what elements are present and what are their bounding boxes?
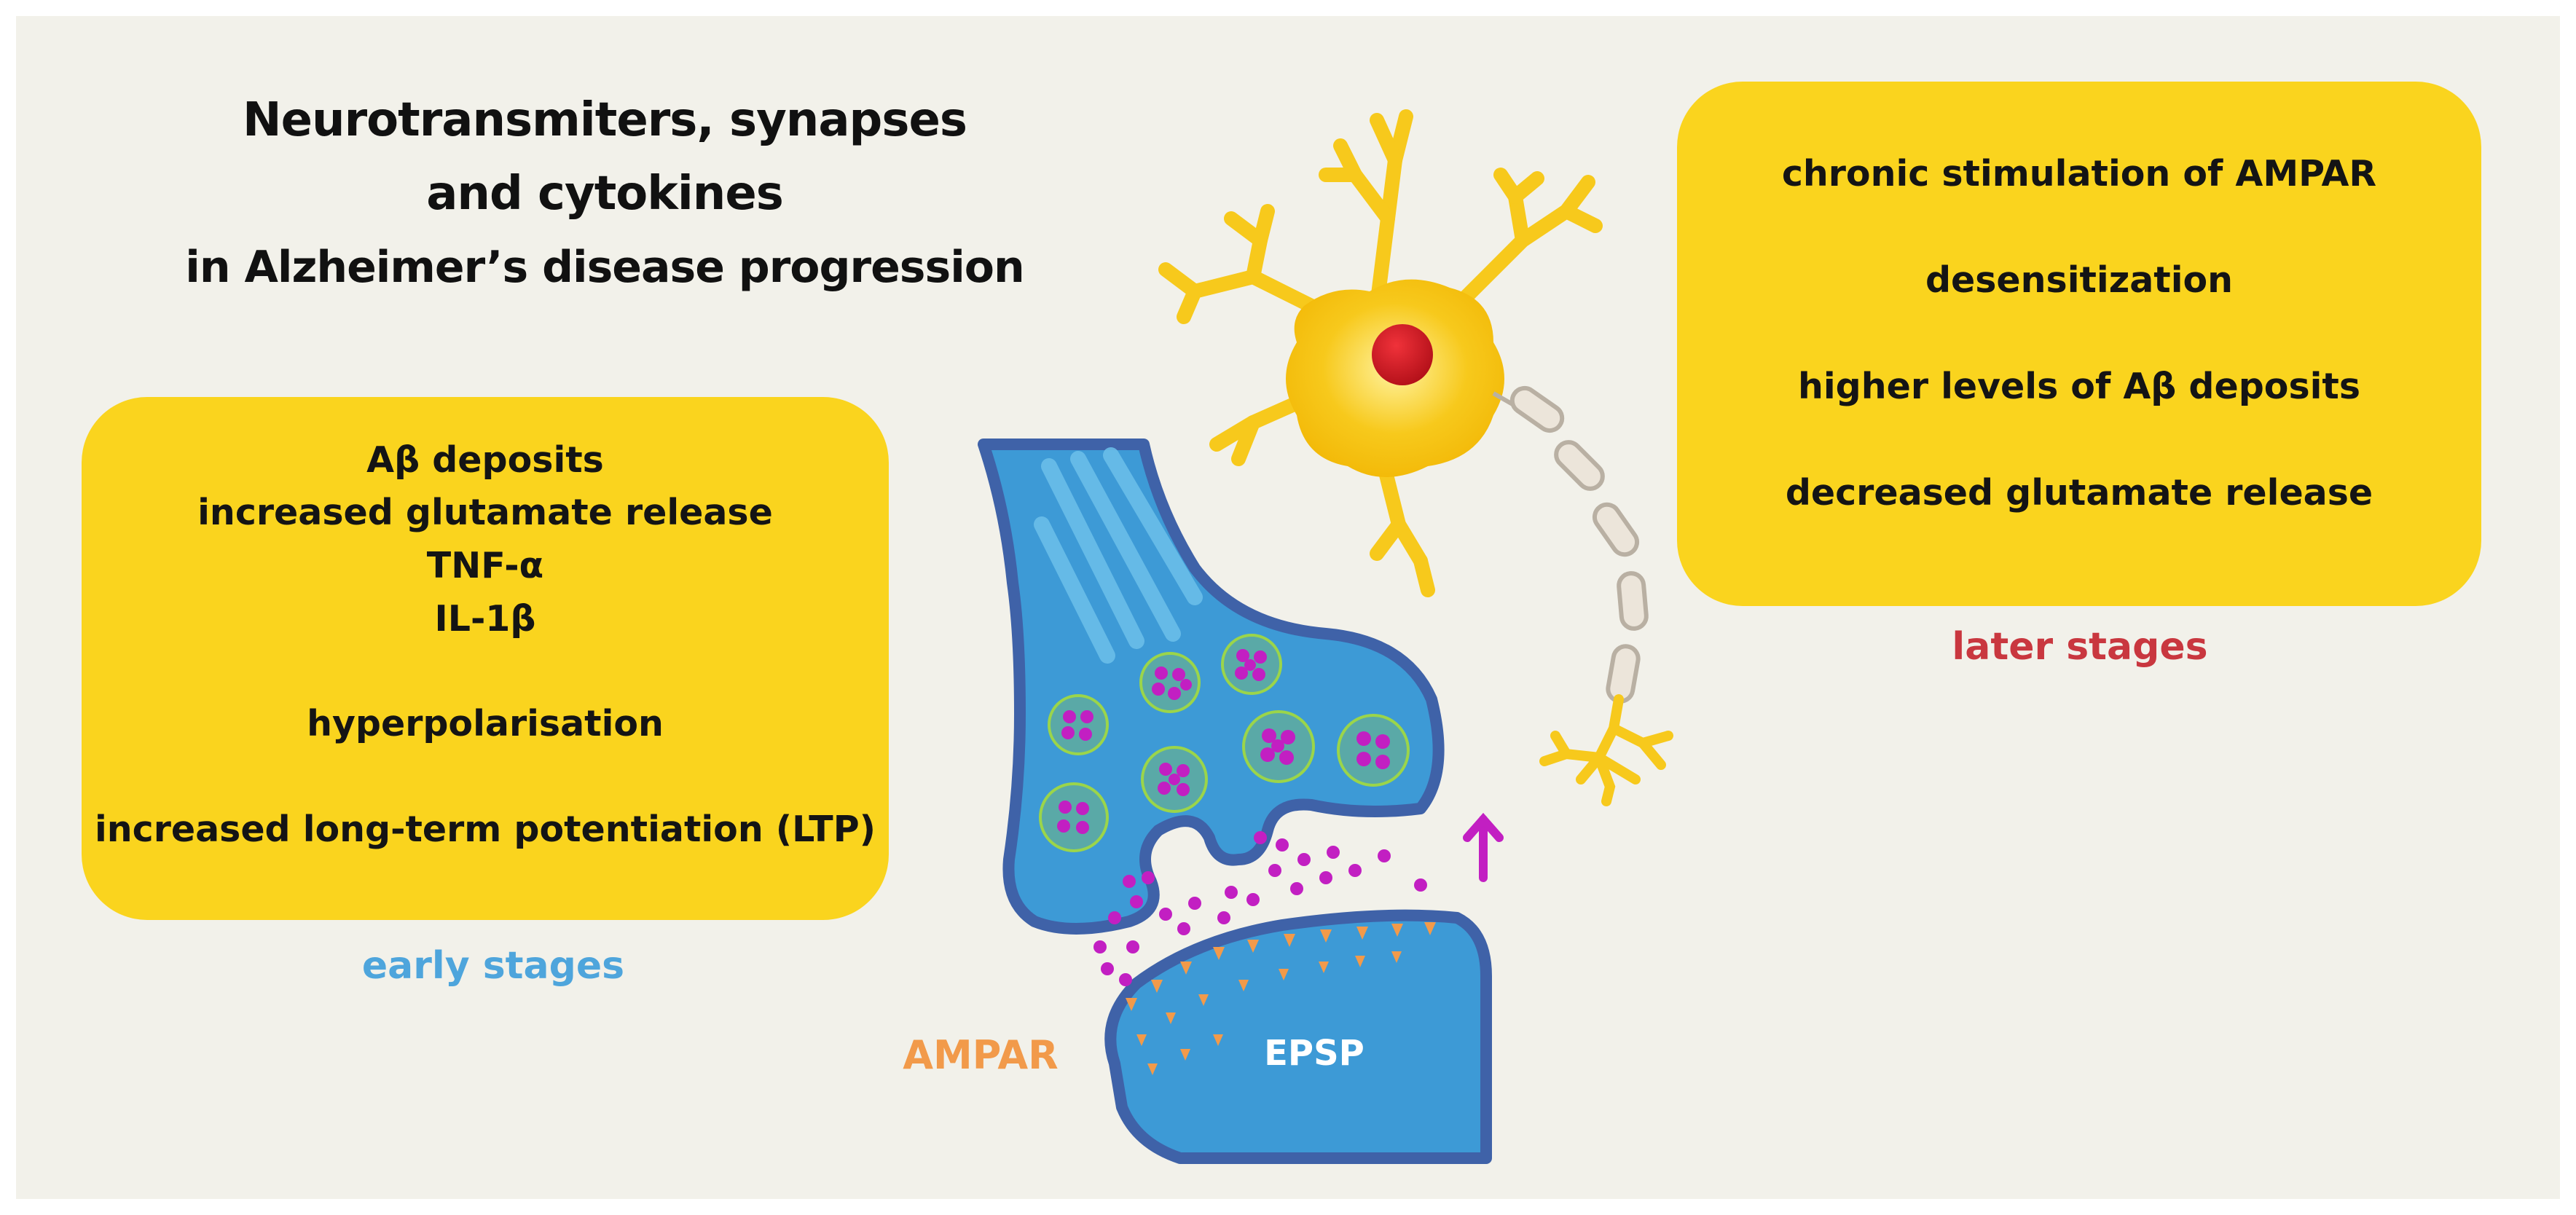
early-item-ltp: increased long-term potentiation (LTP) bbox=[94, 809, 876, 850]
later-item-desensitization: desensitization bbox=[1925, 259, 2234, 301]
early-item-glutamate: increased glutamate release bbox=[197, 492, 773, 533]
later-item-glutamate: decreased glutamate release bbox=[1785, 472, 2373, 514]
later-stage-box: chronic stimulation of AMPAR desensitiza… bbox=[1677, 82, 2481, 606]
early-stages-label: early stages bbox=[361, 944, 625, 988]
title-line-1: Neurotransmiters, synapses bbox=[243, 93, 967, 147]
synaptic-vesicles bbox=[1039, 634, 1410, 852]
title-line-2: and cytokines bbox=[426, 167, 784, 221]
early-item-hyperpolarisation: hyperpolarisation bbox=[307, 703, 664, 744]
ampar-receptors bbox=[1126, 922, 1436, 1075]
up-arrow-icon bbox=[1463, 812, 1504, 882]
later-item-abeta: higher levels of Aβ deposits bbox=[1797, 366, 2360, 407]
later-stages-label: later stages bbox=[1952, 625, 2208, 669]
ampar-label: AMPAR bbox=[903, 1032, 1059, 1078]
epsp-label: EPSP bbox=[1264, 1033, 1364, 1074]
early-item-abeta: Aβ deposits bbox=[366, 439, 604, 481]
released-neurotransmitters bbox=[1093, 831, 1427, 986]
figure-title: Neurotransmiters, synapses and cytokines… bbox=[124, 84, 1085, 304]
neuron-icon bbox=[1158, 109, 1673, 806]
early-item-il1b: IL-1β bbox=[434, 598, 536, 640]
early-stage-box: Aβ deposits increased glutamate release … bbox=[82, 397, 889, 920]
later-item-ampar-stimulation: chronic stimulation of AMPAR bbox=[1781, 153, 2377, 194]
title-line-3: in Alzheimer’s disease progression bbox=[185, 242, 1024, 293]
early-item-tnf: TNF-α bbox=[426, 545, 544, 586]
synapse-icon bbox=[978, 439, 1492, 1164]
